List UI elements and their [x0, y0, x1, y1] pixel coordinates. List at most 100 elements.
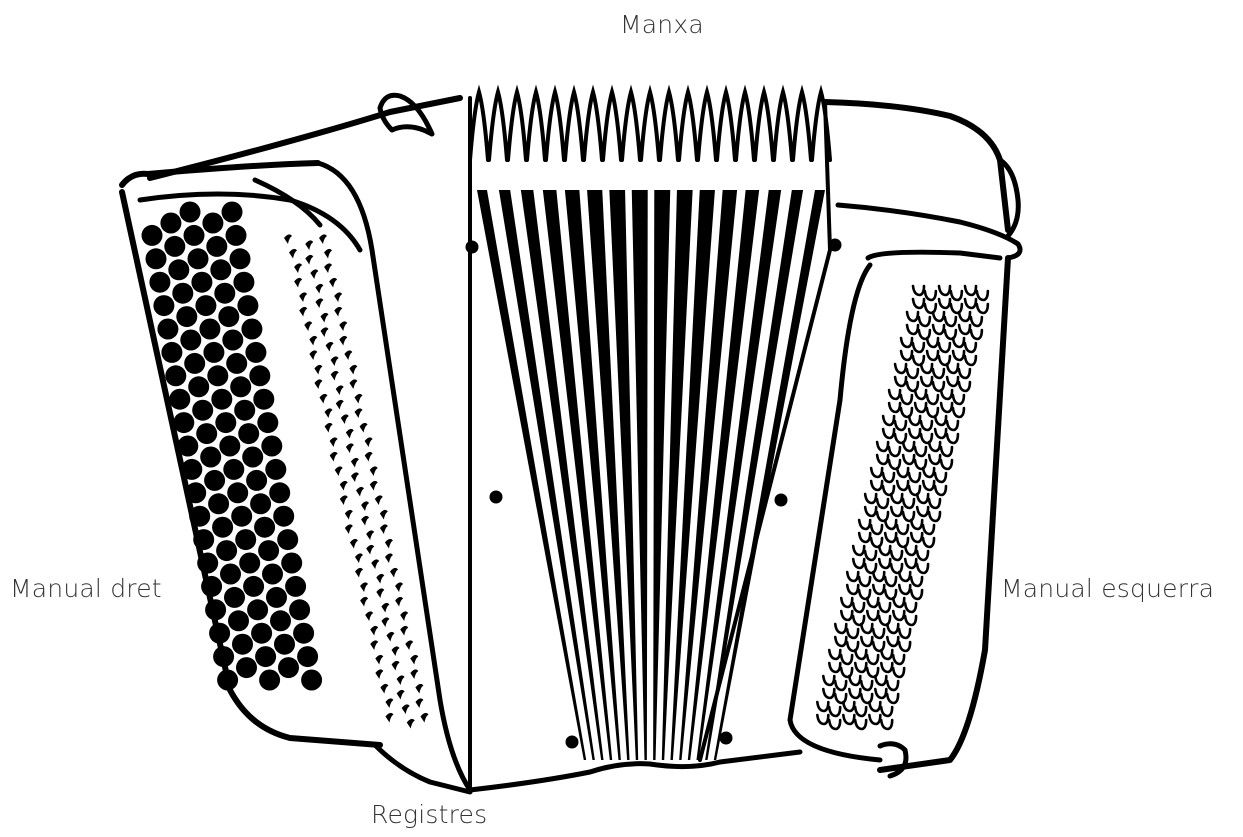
bass-button-150 [841, 611, 852, 620]
bass-button-87 [909, 473, 920, 482]
register-mark-60 [345, 524, 353, 534]
bass-button-125 [917, 551, 928, 560]
register-mark-3 [289, 249, 297, 259]
register-mark-31 [336, 385, 344, 395]
bellows-crest-1 [489, 92, 507, 160]
bass-button-200 [843, 715, 854, 724]
bass-button-25 [913, 343, 924, 352]
register-mark-37 [341, 414, 349, 424]
bass-button-39 [933, 369, 944, 378]
register-mark-16 [320, 313, 328, 323]
bass-button-198 [817, 715, 828, 724]
bass-button-116 [885, 533, 896, 542]
treble-button-62 [206, 236, 227, 257]
register-mark-63 [350, 539, 358, 549]
treble-button-85 [237, 295, 258, 316]
bass-button-4 [965, 286, 976, 295]
bass-button-28 [953, 338, 964, 347]
bass-button-131 [917, 564, 928, 573]
bass-button-73 [889, 447, 900, 456]
bellows-crest-5 [565, 92, 583, 160]
treble-button-7 [169, 389, 190, 410]
register-mark-90 [375, 669, 383, 679]
bass-button-128 [879, 559, 890, 568]
register-mark-36 [325, 408, 333, 418]
bass-button-96 [865, 494, 876, 503]
bass-button-197 [881, 707, 892, 716]
bass-button-185 [887, 681, 898, 690]
treble-button-26 [184, 353, 205, 374]
treble-button-53 [231, 506, 252, 527]
register-mark-70 [376, 574, 384, 584]
bass-button-41 [959, 369, 970, 378]
treble-button-80 [278, 657, 299, 678]
bass-button-56 [915, 403, 926, 412]
treble-button-94 [273, 506, 294, 527]
bass-button-71 [947, 434, 958, 443]
bellows-crest-16 [774, 92, 792, 160]
treble-button-28 [192, 400, 213, 421]
treble-button-73 [250, 493, 271, 514]
treble-button-37 [228, 610, 249, 631]
bass-button-158 [861, 624, 872, 633]
bellows-crest-15 [755, 92, 773, 160]
register-mark-84 [370, 640, 378, 650]
register-mark-8 [324, 263, 332, 273]
treble-button-45 [199, 319, 220, 340]
bass-button-145 [853, 603, 864, 612]
outline-stroke-9 [470, 752, 800, 790]
bass-button-104 [891, 507, 902, 516]
bass-button-155 [905, 616, 916, 625]
register-mark-11 [329, 278, 337, 288]
bass-button-70 [935, 429, 946, 438]
register-mark-101 [420, 713, 428, 723]
treble-button-52 [227, 482, 248, 503]
bass-button-193 [829, 707, 840, 716]
register-mark-49 [351, 472, 359, 482]
treble-button-75 [258, 540, 279, 561]
bass-button-108 [859, 520, 870, 529]
treble-button-91 [261, 436, 282, 457]
treble-button-30 [200, 447, 221, 468]
register-mark-18 [304, 321, 312, 331]
register-mark-80 [400, 611, 408, 621]
bass-button-140 [873, 585, 884, 594]
bass-button-61 [895, 421, 906, 430]
bass-button-0 [913, 286, 924, 295]
bass-button-178 [881, 663, 892, 672]
treble-button-43 [191, 272, 212, 293]
bass-button-72 [877, 442, 888, 451]
bass-button-106 [917, 507, 928, 516]
treble-button-82 [226, 225, 247, 246]
outline-stroke-10 [825, 102, 1008, 230]
register-mark-7 [310, 269, 318, 279]
register-mark-21 [309, 336, 317, 346]
bass-button-191 [887, 694, 898, 703]
bass-button-167 [899, 642, 910, 651]
treble-button-66 [222, 330, 243, 351]
bass-button-83 [941, 460, 952, 469]
bass-button-97 [877, 499, 888, 508]
bass-button-3 [951, 291, 962, 300]
screw-3 [775, 494, 788, 507]
register-mark-68 [385, 553, 393, 563]
treble-button-19 [217, 670, 238, 691]
bellows-crest-17 [793, 92, 811, 160]
register-mark-54 [340, 495, 348, 505]
treble-button-40 [180, 202, 201, 223]
bass-button-76 [929, 442, 940, 451]
register-mark-98 [415, 698, 423, 708]
bass-button-119 [923, 538, 934, 547]
bass-button-111 [897, 525, 908, 534]
bass-button-137 [911, 577, 922, 586]
register-mark-83 [400, 626, 408, 636]
bass-button-13 [919, 317, 930, 326]
screw-5 [720, 732, 733, 745]
bass-button-147 [879, 603, 890, 612]
bass-button-134 [873, 572, 884, 581]
treble-button-13 [193, 529, 214, 550]
bass-button-159 [873, 629, 884, 638]
treble-button-46 [203, 342, 224, 363]
register-mark-74 [395, 582, 403, 592]
bass-button-42 [895, 377, 906, 386]
